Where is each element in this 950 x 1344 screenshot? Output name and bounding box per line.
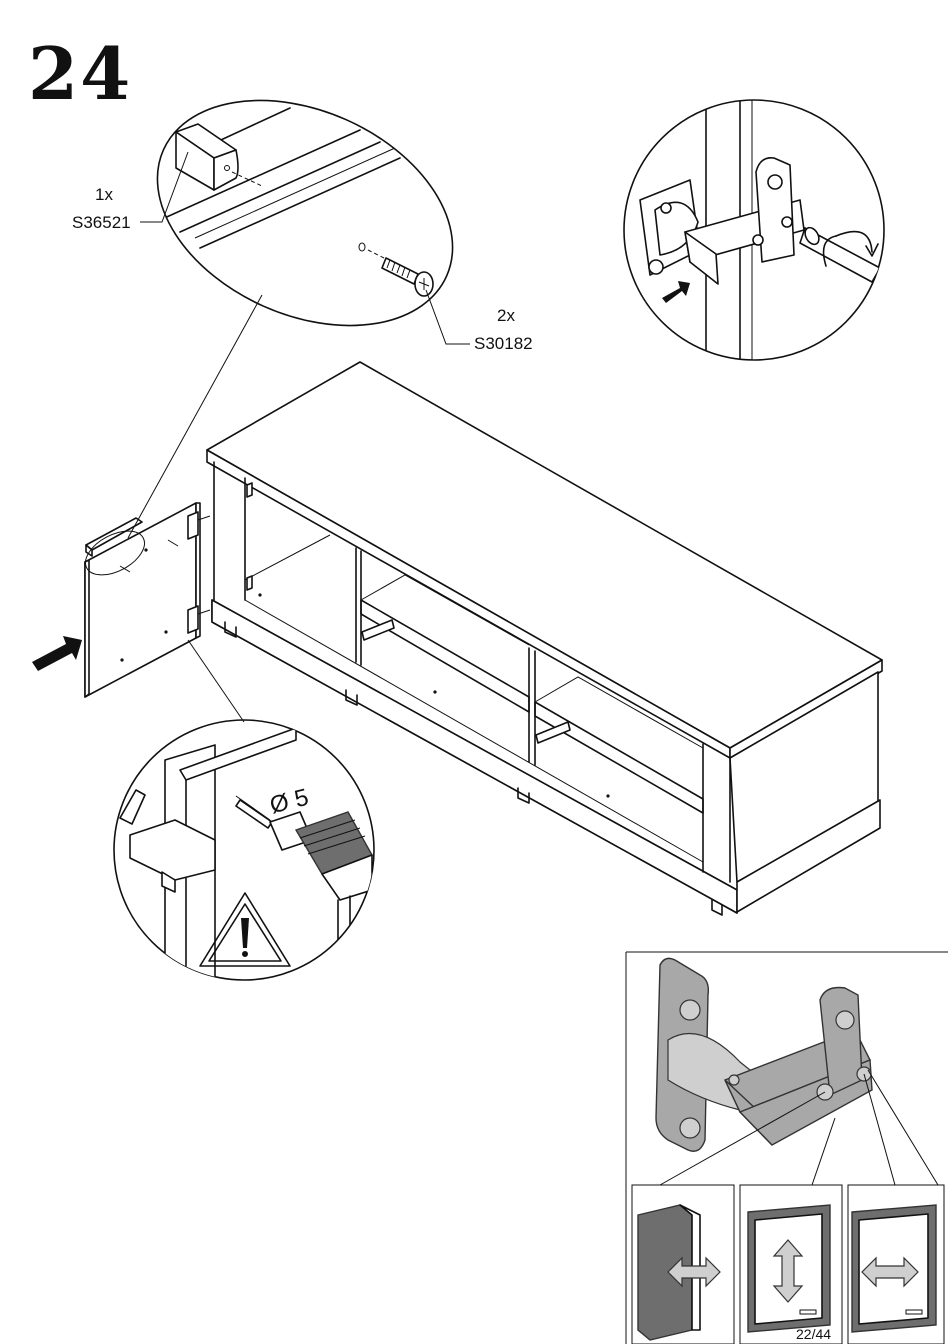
push-arrow-icon [662, 281, 690, 303]
hinge-adjustment-panel [626, 952, 948, 1344]
hinge-adjust-icon [656, 958, 872, 1151]
cabinet-door [78, 295, 262, 722]
hinge-adjust-callout [624, 100, 884, 360]
drill-detail-callout [114, 720, 374, 1000]
push-arrow-icon [32, 636, 82, 671]
screw-part-icon [359, 243, 433, 296]
handle-detail-callout [122, 57, 488, 369]
